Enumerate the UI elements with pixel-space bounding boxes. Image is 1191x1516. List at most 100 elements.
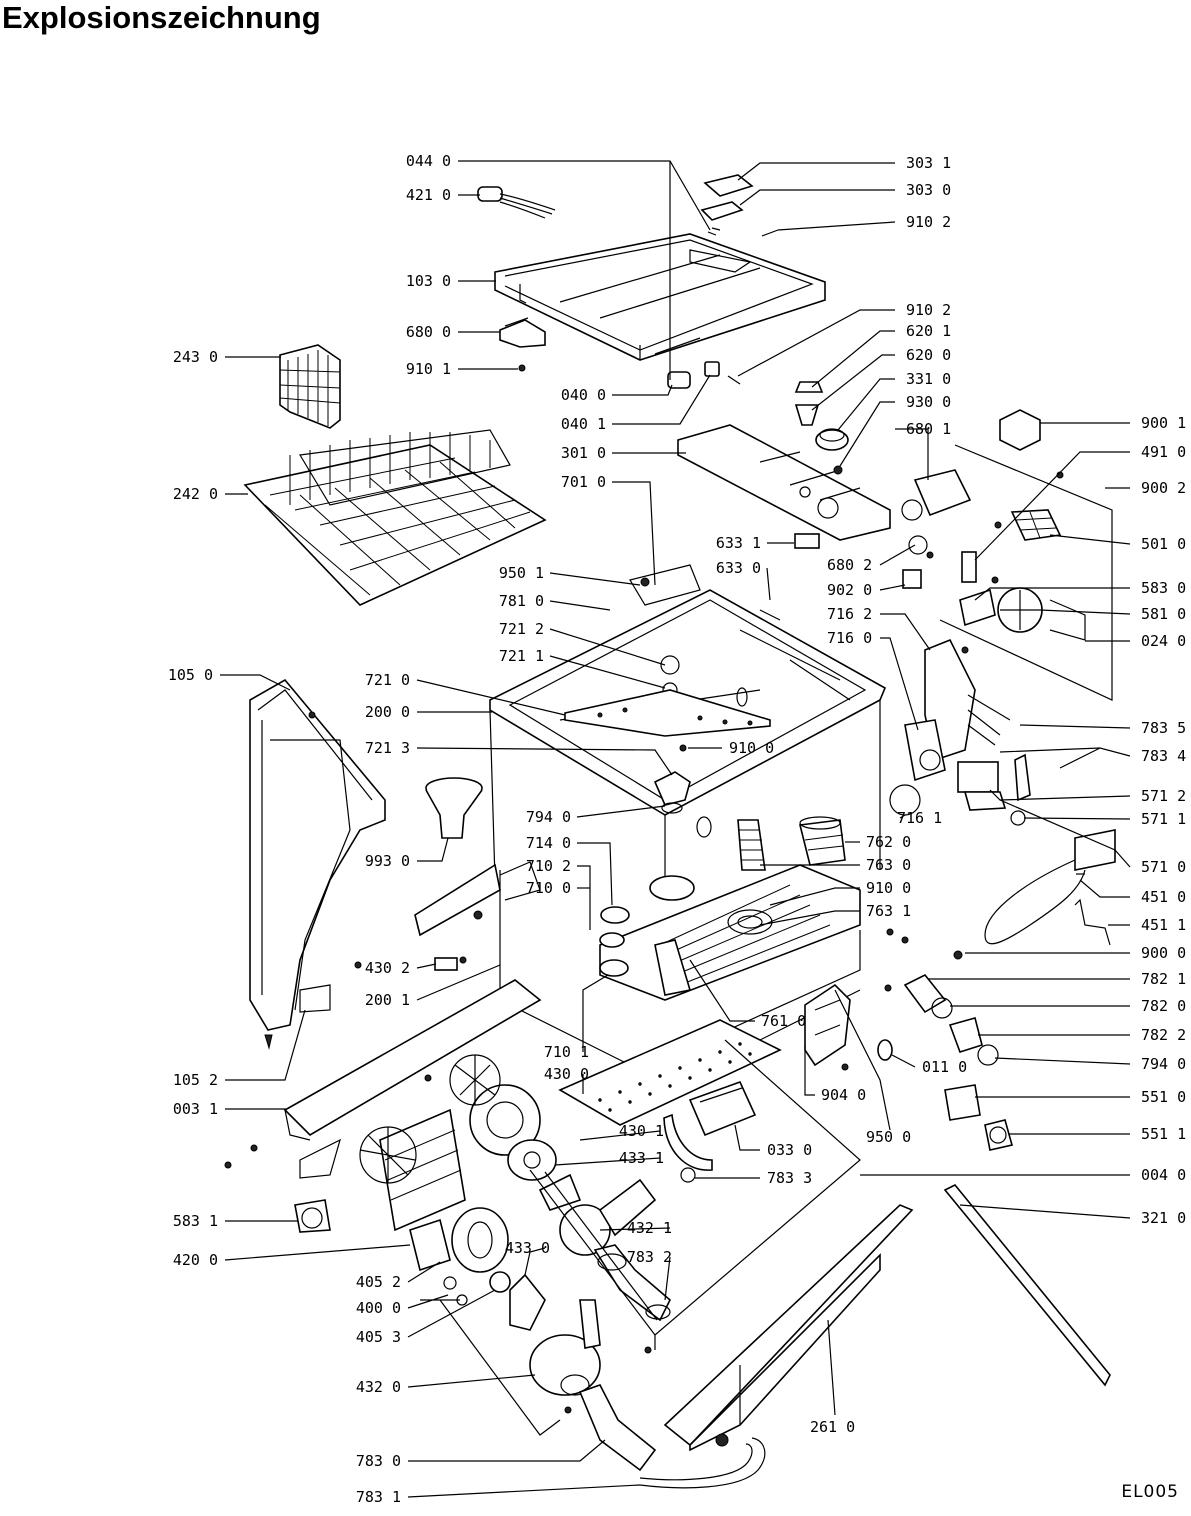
part-number-label: 782 1: [1141, 970, 1186, 988]
part-number-label: 721 2: [499, 620, 544, 638]
part-number-label: 950 1: [499, 564, 544, 582]
bracket-part: [283, 979, 542, 1137]
part-number-label: 910 1: [406, 360, 451, 378]
part-number-label: 763 1: [866, 902, 911, 920]
part-number-label: 950 0: [866, 1128, 911, 1146]
part-number-label: 782 2: [1141, 1026, 1186, 1044]
leader-lines: [220, 160, 1131, 1498]
part-number-label: 033 0: [767, 1141, 812, 1159]
part-number-label: 783 3: [767, 1169, 812, 1187]
part-number-label: 794 0: [526, 808, 571, 826]
part-number-label: 716 0: [827, 629, 872, 647]
part-number-label: 003 1: [173, 1100, 218, 1118]
part-number-label: 782 0: [1141, 997, 1186, 1015]
part-number-label: 781 0: [499, 592, 544, 610]
part-number-label: 620 1: [906, 322, 951, 340]
part-number-label: 405 3: [356, 1328, 401, 1346]
part-number-label: 433 1: [619, 1149, 664, 1167]
part-number-label: 710 2: [526, 857, 571, 875]
part-number-label: 040 1: [561, 415, 606, 433]
motor-part: [359, 1054, 541, 1232]
part-number-label: 103 0: [406, 272, 451, 290]
part-number-label: 716 1: [897, 809, 942, 827]
part-number-label: 721 0: [365, 671, 410, 689]
part-number-label: 432 0: [356, 1378, 401, 1396]
part-number-label: 004 0: [1141, 1166, 1186, 1184]
part-number-label: 430 2: [365, 959, 410, 977]
part-number-label: 910 2: [906, 213, 951, 231]
part-number-label: 701 0: [561, 473, 606, 491]
part-number-label: 680 1: [906, 420, 951, 438]
impeller-disc-part: [507, 1139, 557, 1181]
part-number-label: 200 0: [365, 703, 410, 721]
part-number-label: 405 2: [356, 1273, 401, 1291]
part-number-label: 430 1: [619, 1122, 664, 1140]
cover-303-1-part: [703, 174, 754, 197]
drawing-code: EL005: [1121, 1482, 1179, 1502]
part-number-label: 303 1: [906, 154, 951, 172]
knob-part: [815, 429, 849, 451]
sensor-part: [903, 973, 999, 1066]
base-frame-part: [529, 1039, 861, 1336]
part-number-label: 783 5: [1141, 719, 1186, 737]
part-number-label: 762 0: [866, 833, 911, 851]
part-number-label: 993 0: [365, 852, 410, 870]
part-number-label: 420 0: [173, 1251, 218, 1269]
part-number-label: 680 2: [827, 556, 872, 574]
part-number-label: 451 1: [1141, 916, 1186, 934]
part-number-label: 721 1: [499, 647, 544, 665]
part-number-label: 783 0: [356, 1452, 401, 1470]
heater-part: [984, 829, 1116, 945]
part-number-label: 910 2: [906, 301, 951, 319]
part-number-label: 910 0: [729, 739, 774, 757]
lid-part: [494, 233, 826, 361]
hose-783-1-part: [639, 1437, 766, 1489]
part-number-label: 633 0: [716, 559, 761, 577]
part-number-label: 242 0: [173, 485, 218, 503]
part-number-label: 430 0: [544, 1065, 589, 1083]
part-number-label: 581 0: [1141, 605, 1186, 623]
part-number-label: 710 0: [526, 879, 571, 897]
part-number-label: 040 0: [561, 386, 606, 404]
cable-part: [477, 186, 556, 219]
part-number-label: 024 0: [1141, 632, 1186, 650]
kick-plate-part: [663, 1204, 914, 1452]
part-number-label: 571 1: [1141, 810, 1186, 828]
base-plate-part: [558, 1019, 782, 1126]
part-number-label: 633 1: [716, 534, 761, 552]
part-number-label: 261 0: [810, 1418, 855, 1436]
part-number-label: 571 2: [1141, 787, 1186, 805]
cover-033-0-part: [688, 1080, 757, 1137]
part-number-label: 321 0: [1141, 1209, 1186, 1227]
part-drawings: [224, 174, 1116, 1489]
part-number-label: 331 0: [906, 370, 951, 388]
door-seal-part: [249, 678, 386, 1050]
page-title: Explosionszeichnung: [2, 0, 321, 35]
part-number-label: 714 0: [526, 834, 571, 852]
part-number-label: 105 2: [173, 1071, 218, 1089]
drain-pump-part: [529, 1299, 657, 1472]
part-number-label: 400 0: [356, 1299, 401, 1317]
filter-part: [737, 816, 846, 871]
part-number-label: 491 0: [1141, 443, 1186, 461]
valve-part: [957, 753, 1031, 826]
rear-panel-part: [901, 409, 1113, 701]
part-number-label: 721 3: [365, 739, 410, 757]
heat-exchanger-part: [889, 638, 1011, 816]
part-number-label: 011 0: [922, 1058, 967, 1076]
cover-303-0-part: [700, 201, 744, 221]
part-number-label: 044 0: [406, 152, 451, 170]
part-number-label: 930 0: [906, 393, 951, 411]
spray-arm-part: [564, 689, 771, 737]
part-number-label: 900 0: [1141, 944, 1186, 962]
part-number-label: 451 0: [1141, 888, 1186, 906]
part-number-label: 433 0: [505, 1239, 550, 1257]
part-number-label: 716 2: [827, 605, 872, 623]
fan-part: [509, 1273, 546, 1331]
part-number-label: 620 0: [906, 346, 951, 364]
part-number-label: 763 0: [866, 856, 911, 874]
part-number-label: 583 1: [173, 1212, 218, 1230]
part-number-label: 301 0: [561, 444, 606, 462]
